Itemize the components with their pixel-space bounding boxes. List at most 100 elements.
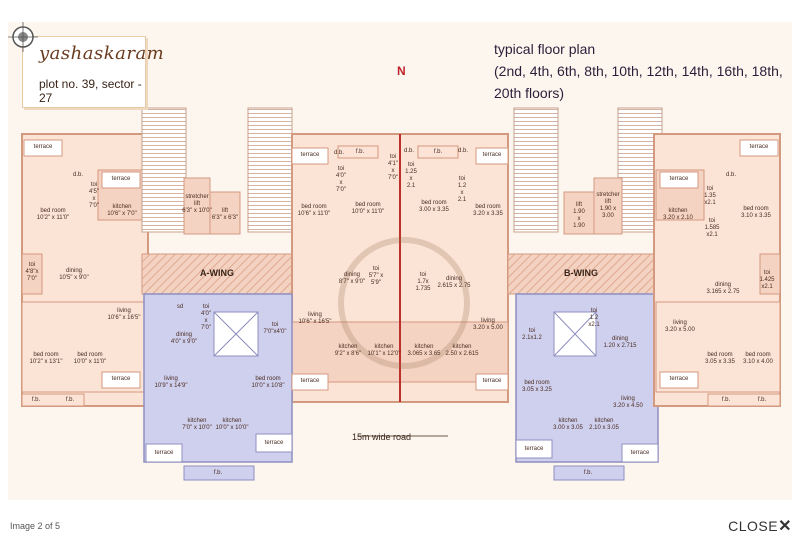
room-label: terrace: [524, 446, 544, 452]
room-label: toi 1.7x 1.735: [415, 272, 431, 292]
b-wing-label: B-WING: [564, 268, 598, 278]
room-label: terrace: [111, 376, 131, 382]
room-label: kitchen 2.50 x 2.615: [445, 344, 479, 357]
room-label: stretcher lift 6'3" x 10'0": [182, 194, 212, 214]
room-label: kitchen 10'1" x 12'0": [367, 344, 401, 357]
room-label: terrace: [749, 144, 769, 150]
room-label: f.b.: [721, 397, 731, 403]
room-label: dining 10'5" x 9'0": [59, 268, 89, 281]
plan-title-line2: (2nd, 4th, 6th, 8th, 10th, 12th, 14th, 1…: [494, 63, 783, 101]
plan-title: typical floor plan (2nd, 4th, 6th, 8th, …: [494, 38, 792, 104]
room-label: terrace: [630, 450, 650, 456]
a-wing-label: A-WING: [200, 268, 234, 278]
room-label: terrace: [300, 152, 320, 158]
watermark-logo: [338, 237, 470, 369]
north-label: N: [397, 64, 406, 78]
room-label: dining 4'0" x 9'0": [170, 332, 198, 345]
room-label: f.b.: [65, 397, 75, 403]
room-label: f.b.: [757, 397, 767, 403]
stair-b1: [513, 107, 559, 233]
room-label: toi 1.2 x2.1: [588, 308, 600, 328]
room-label: living 3.20 x 5.00: [665, 320, 695, 333]
room-label: bed room 10'0" x 11'0": [73, 352, 107, 365]
room-label: living 3.20 x 5.00: [473, 318, 503, 331]
room-label: bed room 3.10 x 4.00: [743, 352, 773, 365]
room-label: bed room 10'2" x 11'0": [36, 208, 70, 221]
room-label: kitchen 10'0" x 10'0": [215, 418, 249, 431]
room-label: kitchen 9'2" x 8'6": [334, 344, 362, 357]
room-label: toi 1.585 x2.1: [704, 218, 720, 238]
room-label: bed room 3.00 x 3.35: [419, 200, 449, 213]
room-label: bed room 3.10 x 3.35: [741, 206, 771, 219]
road-label: 15m wide road: [352, 432, 412, 442]
compass-icon: [8, 22, 38, 52]
room-label: dining 1.20 x 2.715: [603, 336, 637, 349]
room-label: f.b.: [583, 470, 593, 476]
close-icon[interactable]: ✕: [778, 518, 792, 535]
room-label: toi 1.425 x2.1: [759, 270, 775, 290]
image-counter: Image 2 of 5: [10, 521, 61, 531]
room-label: lift 6'3" x 6'3": [211, 208, 239, 221]
room-label: kitchen 7'0" x 10'0": [182, 418, 212, 431]
room-label: f.b.: [31, 397, 41, 403]
room-label: toi 4'1" x 7'0": [388, 154, 398, 181]
plan-title-line1: typical floor plan: [494, 41, 596, 57]
stair-a2: [247, 107, 293, 233]
room-label: d.b.: [403, 148, 414, 154]
room-label: toi 4'5" x 7'0": [89, 182, 99, 209]
room-label: d.b.: [457, 148, 468, 154]
project-logo: yashaskaram plot no. 39, sector - 27: [22, 36, 164, 108]
room-label: kitchen 3.20 x 2.10: [663, 208, 693, 221]
floor-plan-drawing: [21, 107, 781, 481]
room-label: d.b.: [725, 172, 736, 178]
room-label: living 3.20 x 4.50: [613, 396, 643, 409]
room-label: living 10'6" x 16'5": [107, 308, 141, 321]
stair-a1: [141, 107, 187, 233]
room-label: terrace: [111, 176, 131, 182]
room-label: f.b.: [355, 149, 365, 155]
room-label: d.b.: [333, 150, 344, 156]
room-label: bed room 3.05 x 3.35: [705, 352, 735, 365]
room-label: toi 1.25 x 2.1: [405, 162, 417, 189]
room-label: bed room 10'6" x 11'0": [297, 204, 331, 217]
room-label: dining 8'7" x 9'0": [338, 272, 366, 285]
room-label: living 10'9" x 14'9": [154, 376, 188, 389]
room-label: bed room 10'0" x 10'8": [251, 376, 285, 389]
room-label: living 10'6" x 16'5": [298, 312, 332, 325]
room-label: toi 7'0"x4'0": [263, 322, 287, 335]
room-label: toi 5'7" x 5'9": [368, 266, 384, 286]
room-label: terrace: [33, 144, 53, 150]
room-label: kitchen 2.10 x 3.05: [589, 418, 619, 431]
room-label: kitchen 3.00 x 3.05: [553, 418, 583, 431]
floor-plan-image: yashaskaram plot no. 39, sector - 27 typ…: [8, 22, 792, 500]
room-label: sd: [176, 304, 184, 310]
room-label: terrace: [264, 440, 284, 446]
room-label: terrace: [154, 450, 174, 456]
room-label: terrace: [482, 152, 502, 158]
room-label: dining 2.615 x 2.75: [437, 276, 471, 289]
plot-address: plot no. 39, sector - 27: [39, 77, 142, 105]
close-label[interactable]: CLOSE: [728, 518, 779, 534]
room-label: terrace: [669, 376, 689, 382]
room-label: terrace: [669, 176, 689, 182]
room-label: kitchen 10'6" x 7'0": [107, 204, 137, 217]
room-label: toi 4'0" x 7'0": [336, 166, 346, 193]
room-label: lift 1.90 x 1.90: [573, 202, 585, 229]
room-label: d.b.: [72, 172, 83, 178]
room-label: toi 1.35 x2.1: [704, 186, 716, 206]
room-label: bed room 3.05 x 3.25: [522, 380, 552, 393]
room-label: toi 4'8"x 7'0": [25, 262, 39, 282]
room-label: bed room 10'2" x 13'1": [29, 352, 63, 365]
room-label: f.b.: [213, 470, 223, 476]
a-wing-lobby: [141, 253, 293, 295]
room-label: stretcher lift 1.90 x 3.00: [596, 192, 620, 219]
close-button[interactable]: CLOSE✕: [728, 516, 792, 536]
room-label: kitchen 3.065 x 3.65: [407, 344, 441, 357]
room-label: f.b.: [433, 149, 443, 155]
room-label: terrace: [300, 378, 320, 384]
b-wing-lobby: [507, 253, 659, 295]
brand-name: yashaskaram: [39, 43, 165, 64]
room-label: bed room 10'0" x 11'0": [351, 202, 385, 215]
room-label: terrace: [482, 378, 502, 384]
